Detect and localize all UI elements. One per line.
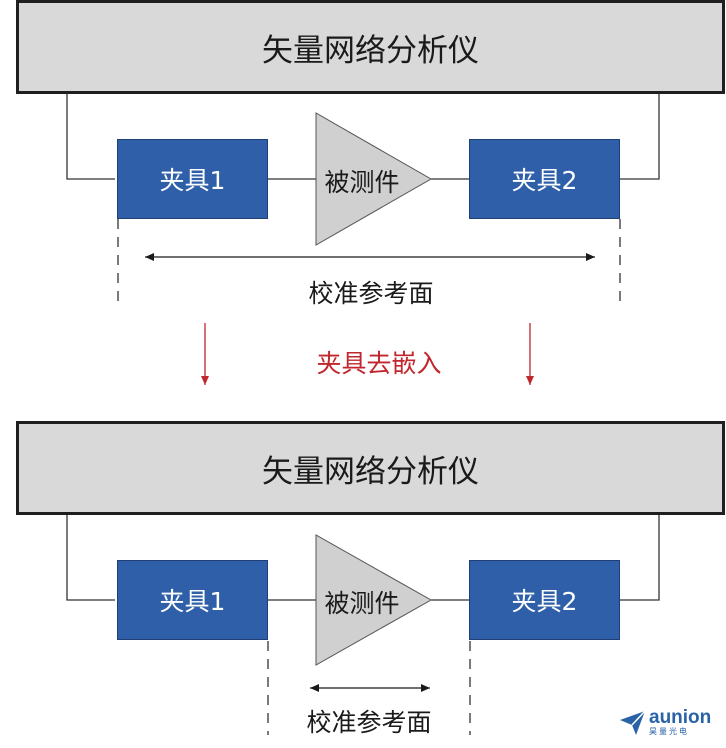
top-fixture-2: 夹具2 xyxy=(469,139,620,219)
bottom-dut-label: 被测件 xyxy=(324,589,400,618)
top-cables xyxy=(66,93,660,180)
bottom-fixture-1: 夹具1 xyxy=(117,560,268,640)
deembed-step-label: 夹具去嵌入 xyxy=(316,349,442,378)
top-analyzer-box: 矢量网络分析仪 xyxy=(16,0,725,94)
company-logo: aunion 昊量光电 xyxy=(618,708,711,736)
logo-name: aunion xyxy=(649,707,712,728)
logo-subtitle: 昊量光电 xyxy=(649,727,689,736)
bottom-ref-dashes xyxy=(267,641,471,735)
bottom-cables xyxy=(66,515,660,601)
bottom-ref-plane-label: 校准参考面 xyxy=(306,708,432,737)
top-fixture-1: 夹具1 xyxy=(117,139,268,219)
bottom-fixture-2: 夹具2 xyxy=(469,560,620,640)
bottom-dut-triangle xyxy=(315,534,433,666)
top-ref-plane-label: 校准参考面 xyxy=(308,279,434,308)
logo-arrow-icon xyxy=(620,710,646,735)
top-dut-triangle xyxy=(315,112,433,246)
top-dut-label: 被测件 xyxy=(324,168,400,197)
top-ref-dashes xyxy=(117,219,621,302)
bottom-analyzer-box: 矢量网络分析仪 xyxy=(16,421,725,515)
